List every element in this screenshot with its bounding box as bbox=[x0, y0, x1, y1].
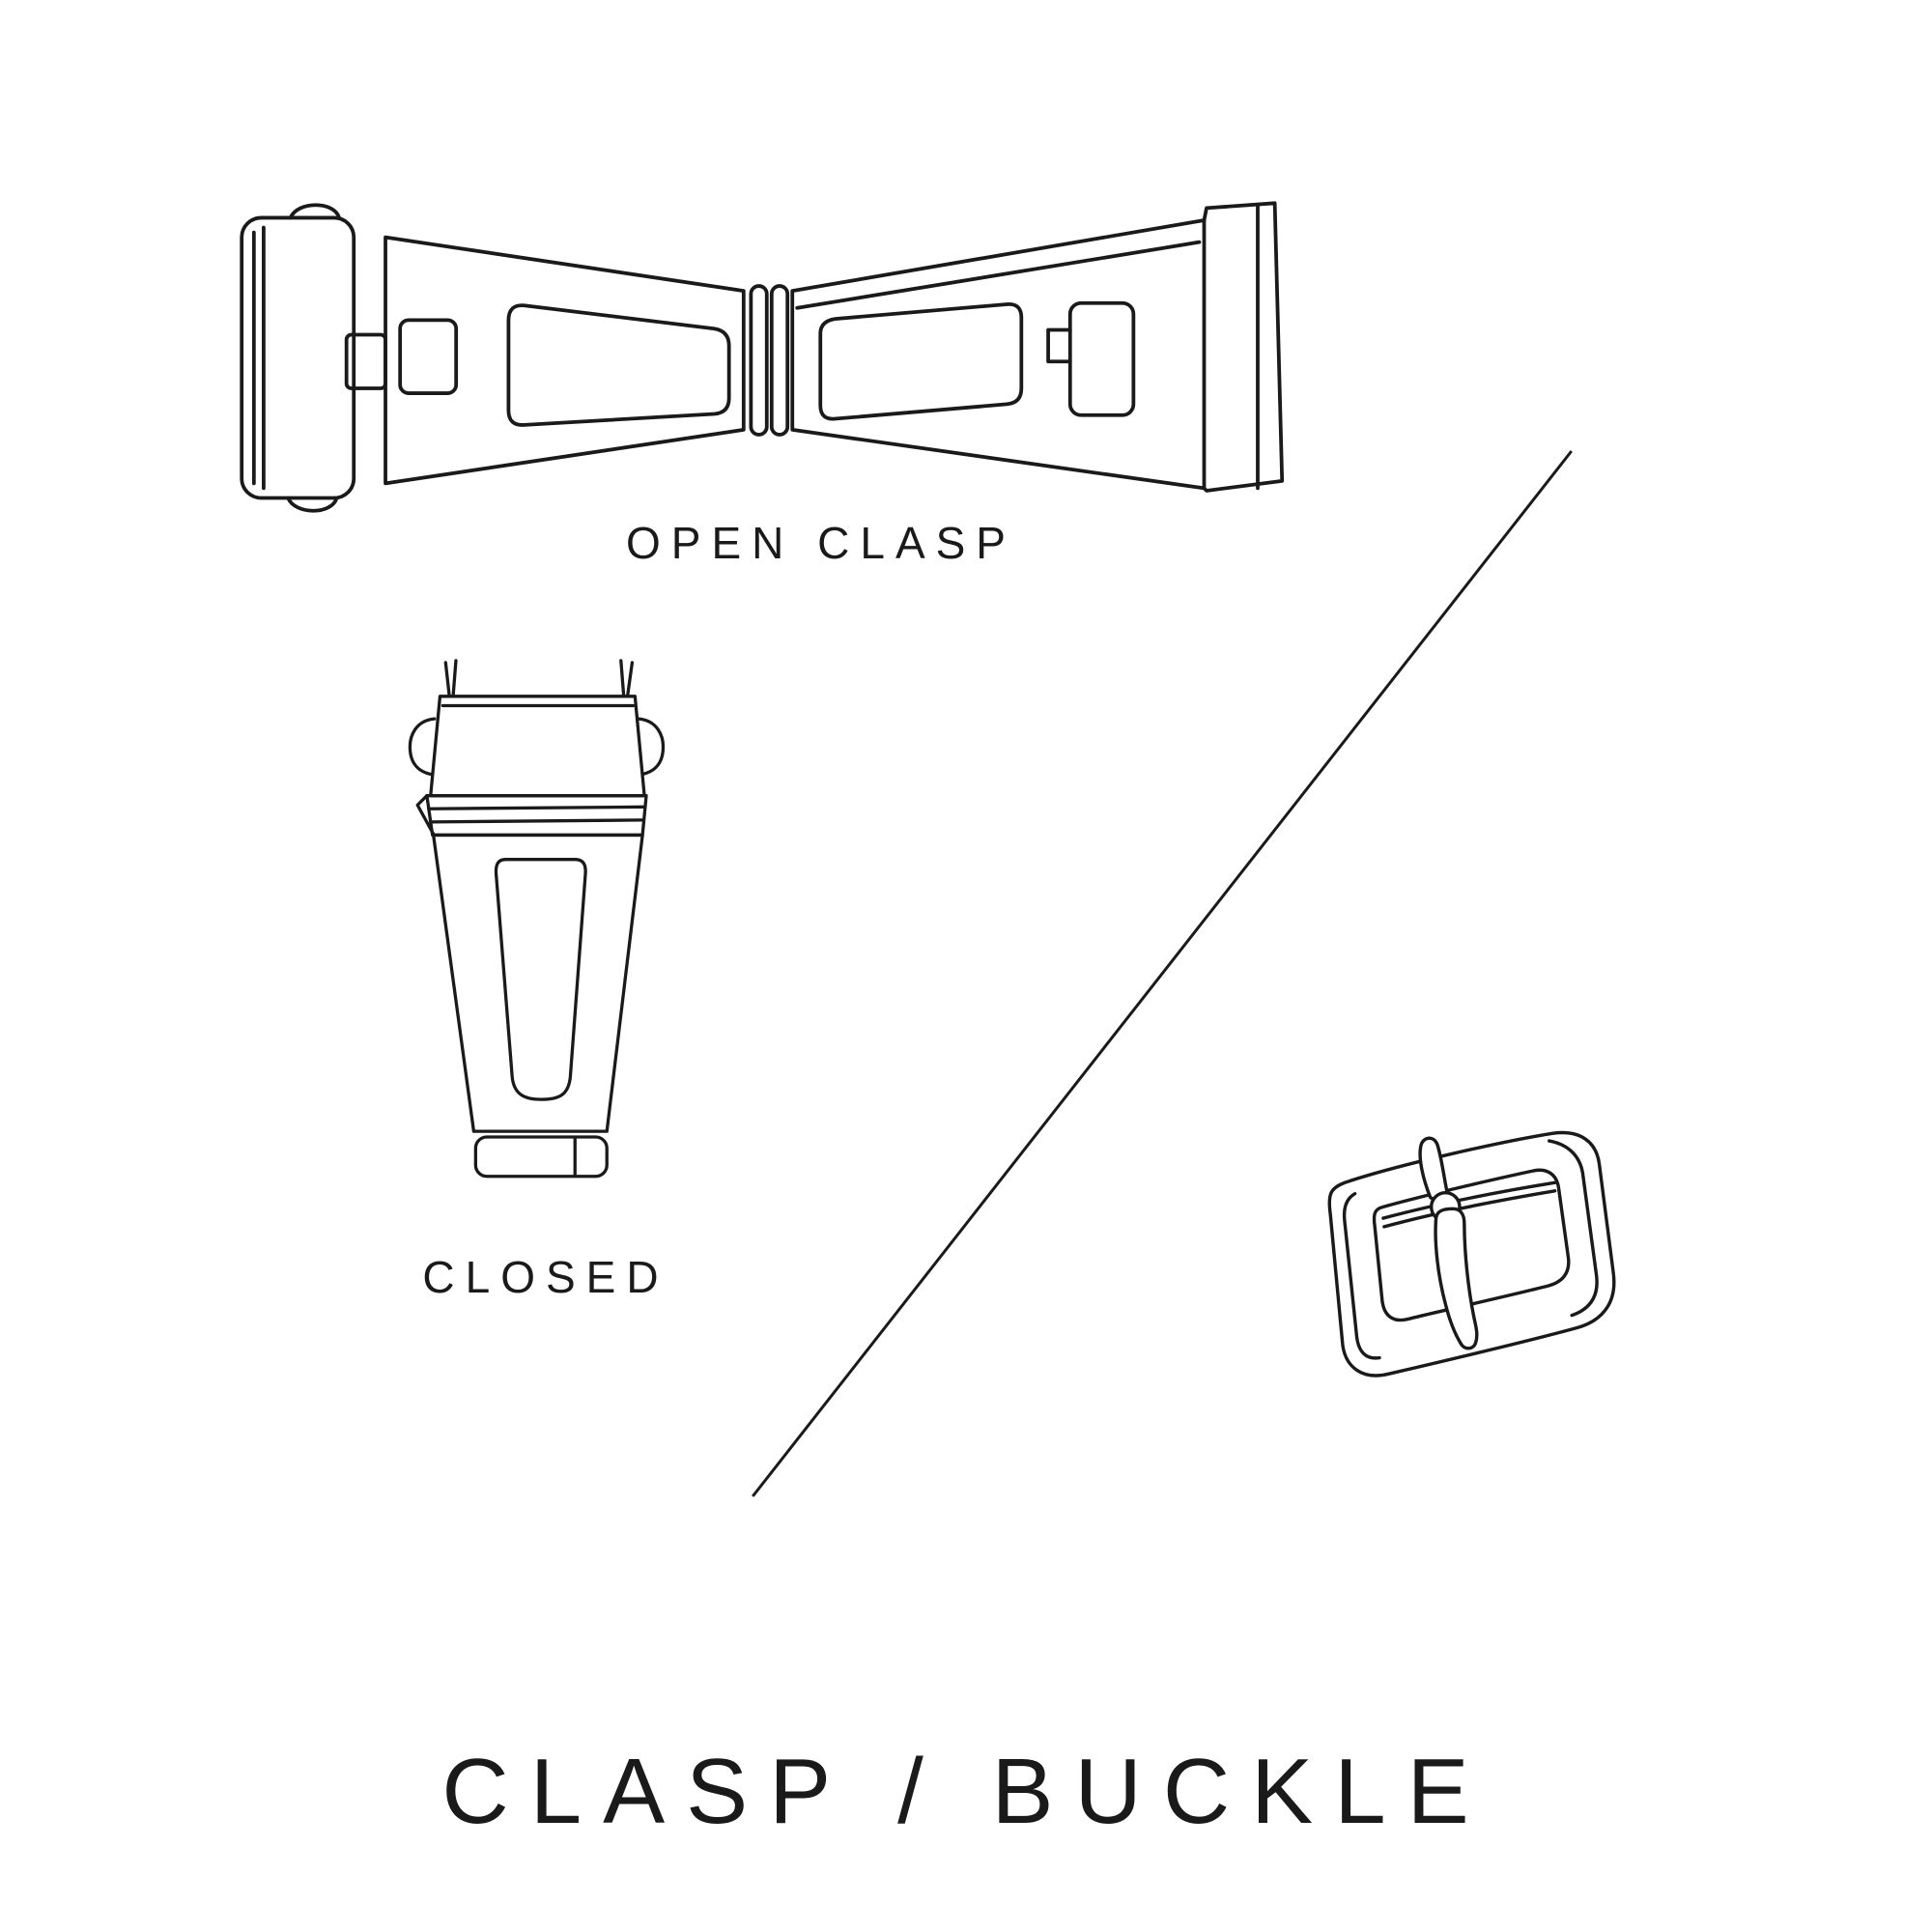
buckle-drawing bbox=[1327, 1130, 1616, 1378]
open-clasp-label: OPEN CLASP bbox=[626, 518, 1016, 568]
buckle-illustration bbox=[1251, 1101, 1666, 1422]
open-clasp-drawing bbox=[240, 201, 1285, 513]
page-title: CLASP / BUCKLE bbox=[441, 1740, 1491, 1843]
closed-clasp-illustration bbox=[391, 657, 710, 1201]
closed-clasp-drawing bbox=[408, 659, 666, 1179]
open-clasp-illustration bbox=[217, 184, 1314, 537]
closed-clasp-label: CLOSED bbox=[422, 1252, 669, 1302]
